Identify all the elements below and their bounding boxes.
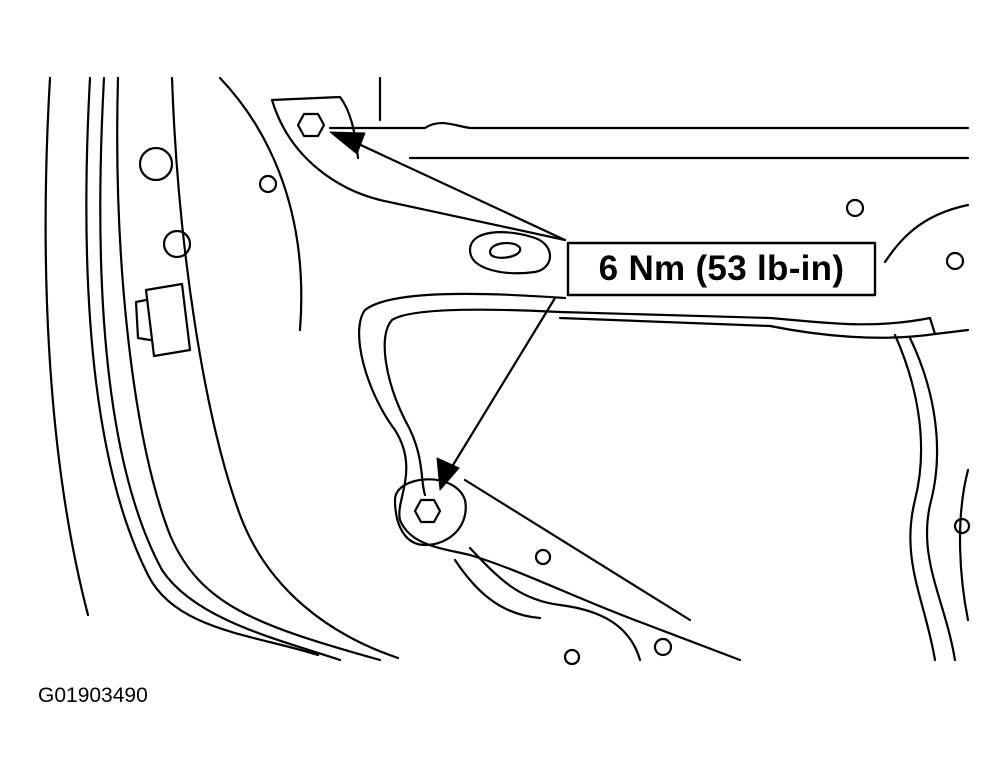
wire-harness-top [558,310,932,326]
frame-edge-3 [99,76,342,662]
hex-bolt-icon [413,498,442,524]
panel-hole [953,517,971,535]
frame-hole [258,174,278,194]
panel-right-curve [958,468,970,622]
wire-harness-bottom [558,316,937,339]
frame-edge-1 [44,76,90,617]
callout-box [566,241,877,297]
figure-code: G01903490 [38,684,148,707]
panel-slot-inner [488,242,522,259]
panel-hole [534,548,552,566]
hex-bolt-icon [296,112,326,138]
inner-panel [270,98,567,242]
panel-hole [845,198,865,218]
panel-right-edge [883,203,970,264]
upper-rail [328,121,970,130]
frame-hole [138,146,174,182]
torque-callout-label: 6 Nm (53 lb-in) [598,249,845,288]
frame-edge-5 [170,76,400,660]
inner-panel-cutout [358,292,742,662]
leader-line-upper [348,138,567,242]
lower-fastener-boss [393,478,467,547]
arrowhead-upper [329,131,366,155]
frame-hole [162,229,192,259]
frame-edge-2 [85,76,320,657]
lower-panel-contour-3 [453,558,542,620]
inner-panel-cutout-inner [383,308,562,497]
wire-loop [893,333,937,662]
wire-loop-inner [908,336,957,662]
wire-harness-end [928,316,970,336]
frame-edge-4 [116,76,382,662]
lower-panel-contour [463,478,692,622]
leader-line-lower [448,296,557,472]
panel-slot [468,231,551,275]
panel-hole [653,637,673,657]
panel-hole [945,251,965,271]
panel-hole [563,648,581,666]
frame-edge-6 [218,76,303,332]
lower-panel-contour-2 [468,546,642,662]
arrowhead-lower [436,457,460,491]
hinge-bracket [134,282,192,358]
